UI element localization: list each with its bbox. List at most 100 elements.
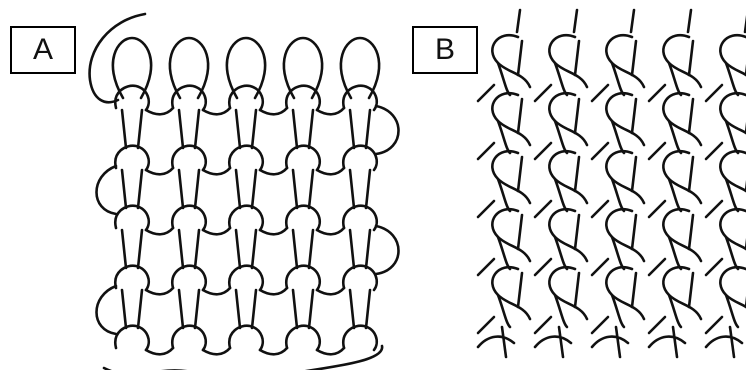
stitch-leg bbox=[309, 110, 313, 148]
twisted-leg bbox=[689, 273, 693, 307]
stitch-leg bbox=[138, 170, 142, 208]
stitch-leg bbox=[350, 230, 354, 268]
sinker-loop bbox=[203, 348, 230, 354]
stitch-leg bbox=[179, 230, 183, 268]
panel-label-a: A bbox=[10, 26, 76, 74]
twisted-loop bbox=[663, 209, 701, 261]
twisted-loop bbox=[663, 35, 701, 87]
twisted-loop bbox=[663, 93, 701, 145]
bottom-yarn-end bbox=[673, 327, 677, 357]
cross-stroke bbox=[649, 259, 665, 275]
cross-stroke bbox=[706, 201, 722, 217]
stitch-head bbox=[343, 326, 376, 350]
twisted-loop bbox=[606, 209, 644, 261]
cross-stroke bbox=[592, 317, 608, 333]
cross-stroke bbox=[592, 259, 608, 275]
top-yarn-end bbox=[688, 10, 691, 32]
stitch-leg bbox=[252, 230, 256, 268]
cross-stroke bbox=[478, 85, 494, 101]
twisted-leg bbox=[632, 215, 636, 249]
edge-turn-loop bbox=[97, 166, 117, 214]
sinker-loop bbox=[317, 168, 344, 174]
stitch-leg bbox=[236, 170, 240, 208]
sinker-loop bbox=[146, 288, 173, 294]
twisted-leg bbox=[518, 215, 522, 249]
panel-label-b: B bbox=[412, 26, 478, 74]
twisted-loop bbox=[492, 151, 530, 203]
top-yarn-end bbox=[517, 10, 520, 32]
stitch-leg bbox=[195, 230, 199, 268]
cross-stroke bbox=[649, 317, 665, 333]
cross-stroke bbox=[535, 259, 551, 275]
stitch-leg bbox=[138, 110, 142, 148]
diagram-panel-b: B bbox=[400, 0, 746, 370]
stitch-leg bbox=[236, 290, 240, 328]
sinker-loop bbox=[146, 348, 173, 354]
stitch-leg bbox=[350, 110, 354, 148]
stitch-head bbox=[172, 206, 205, 230]
diagram-panel-a: A bbox=[0, 0, 400, 370]
twisted-leg bbox=[575, 215, 579, 249]
twisted-leg bbox=[575, 99, 579, 133]
stitch-leg bbox=[122, 290, 126, 328]
stitch-head bbox=[115, 86, 148, 110]
stitch-leg bbox=[309, 290, 313, 328]
stitch-head bbox=[343, 266, 376, 290]
cross-stroke bbox=[706, 259, 722, 275]
twisted-leg bbox=[575, 273, 579, 307]
cross-stroke bbox=[592, 201, 608, 217]
cross-stroke bbox=[592, 85, 608, 101]
sinker-loop bbox=[260, 228, 287, 234]
stitch-leg bbox=[366, 230, 370, 268]
panel-label-b-text: B bbox=[435, 33, 455, 67]
twisted-loop bbox=[720, 151, 746, 203]
twisted-loop bbox=[606, 35, 644, 87]
twisted-loop bbox=[549, 209, 587, 261]
stitch-head bbox=[229, 86, 262, 110]
stitch-leg bbox=[293, 230, 297, 268]
sinker-loop bbox=[203, 228, 230, 234]
bottom-yarn-end bbox=[559, 327, 563, 357]
stitch-head bbox=[229, 326, 262, 350]
twisted-leg bbox=[575, 41, 579, 75]
twisted-loop bbox=[720, 35, 746, 87]
cross-stroke bbox=[649, 143, 665, 159]
sinker-loop bbox=[203, 288, 230, 294]
stitch-head bbox=[115, 326, 148, 350]
twisted-loop bbox=[549, 35, 587, 87]
twisted-loop bbox=[606, 267, 644, 319]
stitch-leg bbox=[350, 170, 354, 208]
stitch-leg bbox=[252, 110, 256, 148]
cross-stroke bbox=[535, 317, 551, 333]
stitch-head bbox=[286, 206, 319, 230]
cross-stroke bbox=[706, 317, 722, 333]
twisted-leg bbox=[689, 215, 693, 249]
stitch-leg bbox=[236, 110, 240, 148]
cross-stroke bbox=[478, 201, 494, 217]
twisted-leg bbox=[518, 99, 522, 133]
twisted-leg bbox=[575, 157, 579, 191]
cross-stroke bbox=[706, 143, 722, 159]
stitch-head bbox=[172, 146, 205, 170]
twisted-loop bbox=[606, 151, 644, 203]
top-yarn-end bbox=[574, 10, 577, 32]
stitch-leg bbox=[195, 290, 199, 328]
stitch-head bbox=[343, 86, 376, 110]
twisted-leg bbox=[689, 99, 693, 133]
cross-stroke bbox=[478, 317, 494, 333]
stitch-head bbox=[286, 146, 319, 170]
stitch-leg bbox=[293, 170, 297, 208]
bottom-loop-arc bbox=[535, 337, 571, 347]
bottom-yarn-end bbox=[616, 327, 620, 357]
cross-stroke bbox=[478, 143, 494, 159]
twisted-loop bbox=[549, 151, 587, 203]
cross-stroke bbox=[649, 85, 665, 101]
stitch-leg bbox=[122, 230, 126, 268]
stitch-head bbox=[343, 206, 376, 230]
twisted-loop bbox=[663, 267, 701, 319]
stitch-head bbox=[172, 326, 205, 350]
sinker-loop bbox=[146, 228, 173, 234]
bottom-loop-arc bbox=[649, 337, 685, 347]
stitch-leg bbox=[179, 170, 183, 208]
cross-stroke bbox=[535, 201, 551, 217]
